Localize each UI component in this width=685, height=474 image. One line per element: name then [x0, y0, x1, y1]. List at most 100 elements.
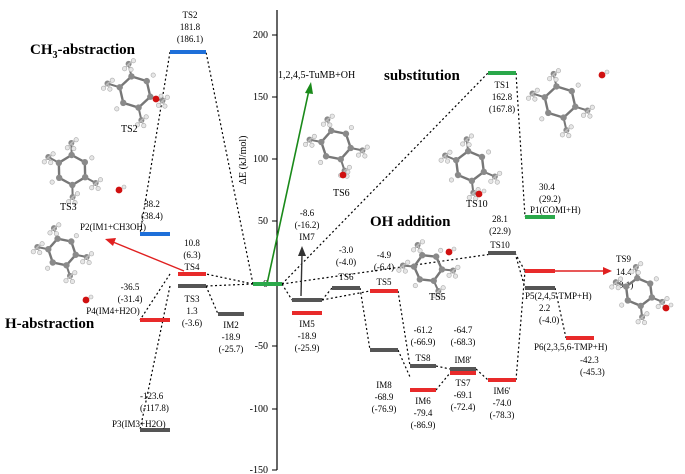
level-v1: -79.4 — [414, 408, 433, 418]
level-v2: (-68.3) — [451, 337, 476, 347]
level-reactant — [253, 282, 282, 286]
y-axis: 200150100500-50-100-150 ΔE (kJ/mol) — [238, 10, 278, 474]
level-v2: (-16.2) — [295, 220, 320, 230]
level-name: IM2 — [223, 320, 239, 330]
level-ts5: TS5-4.9(-6.4) — [370, 250, 398, 293]
structure-labels: TS2 TS3 TS6 TS10 TS5 — [60, 124, 488, 303]
level-bar — [410, 364, 436, 368]
level-v2: (6.3) — [183, 250, 200, 260]
dark-arrow-up — [298, 246, 306, 297]
level-name: IM7 — [299, 232, 315, 242]
level-v1: 2.2 — [539, 303, 550, 313]
level-v2: (29.2) — [539, 194, 561, 204]
level-p5: P5(2,4,5-TMP+H)2.2(-4.0) — [525, 286, 592, 325]
level-bar — [178, 284, 206, 288]
level-bar — [488, 378, 516, 382]
level-v1: 28.1 — [492, 214, 508, 224]
energy-levels: TS2181.8(186.1)P2(IM1+CH3OH)38.2(38.4)TS… — [80, 10, 633, 432]
level-bar — [525, 269, 555, 273]
red-arrow-right — [555, 267, 612, 275]
level-v2: (-4.0) — [336, 257, 356, 267]
level-v2: (22.9) — [489, 226, 511, 236]
headings: CH3-abstraction substitution OH addition… — [5, 42, 461, 332]
level-name: TS6 — [338, 272, 354, 282]
level-name: TS9 — [616, 254, 632, 264]
level-bar — [332, 286, 360, 290]
level-ts8: TS8 -61.2 (-66.9) — [410, 325, 436, 368]
level-v1: 162.8 — [492, 92, 513, 102]
level-bar — [292, 298, 322, 302]
structure-label-ts2: TS2 — [121, 124, 138, 135]
level-v2: (-86.9) — [411, 420, 436, 430]
level-v2: (-25.9) — [295, 343, 320, 353]
heading-ch3-abstraction: CH3-abstraction — [30, 42, 136, 61]
level-bar — [140, 318, 170, 322]
level-bar — [450, 371, 476, 375]
level-p3: P3(IM3+H2O) -123.6 (-117.8) — [112, 391, 170, 432]
level-v1: 30.4 — [539, 182, 555, 192]
structure-label-ts10: TS10 — [466, 199, 488, 210]
connector-lines — [139, 51, 567, 431]
level-v1: 14.4 — [616, 267, 632, 277]
red-arrow-left — [105, 238, 185, 272]
level-ts6: TS6 -3.0 (-4.0) — [332, 245, 360, 290]
level-bar — [370, 348, 398, 352]
y-tick-label: 100 — [253, 154, 268, 165]
level-name: TS5 — [376, 277, 392, 287]
heading-oh-addition: OH addition — [370, 214, 451, 230]
level-v1: -3.0 — [339, 245, 354, 255]
level-bar — [178, 272, 206, 276]
level-bar — [292, 311, 322, 315]
level-v2: (-45.3) — [580, 367, 605, 377]
level-v2: (-117.8) — [140, 403, 169, 413]
level-name: P3(IM3+H2O) — [112, 419, 166, 429]
level-v1: -64.7 — [454, 325, 473, 335]
level-im5: IM5-18.9(-25.9) — [292, 311, 322, 353]
level-v1: -123.6 — [140, 391, 164, 401]
level-im6: IM6-79.4(-86.9) — [410, 388, 436, 430]
level-v2: (-66.9) — [411, 337, 436, 347]
level-v2: (-31.4) — [118, 294, 143, 304]
level-v1: -74.0 — [493, 398, 512, 408]
level-v1: -68.9 — [375, 392, 394, 402]
y-tick-label: -50 — [255, 341, 268, 352]
level-v2: (167.8) — [489, 104, 515, 114]
forward-arrow: 1,2,4,5-TuMB+OH — [266, 70, 355, 285]
structure-label-ts3: TS3 — [60, 202, 77, 213]
level-name: P5(2,4,5-TMP+H) — [525, 291, 592, 301]
level-bar — [140, 428, 170, 432]
level-bar — [140, 232, 170, 236]
y-tick-label: 50 — [258, 216, 268, 227]
level-p1: P1(COMI+H)30.4(29.2) — [525, 182, 581, 219]
y-tick-label: -150 — [250, 465, 268, 474]
level-v2: (38.4) — [141, 211, 163, 221]
level-v1: -36.5 — [121, 282, 140, 292]
level-im8: IM8-68.9(-76.9) — [370, 348, 398, 414]
y-axis-label: ΔE (kJ/mol) — [238, 136, 249, 185]
level-name: TS8 — [415, 353, 431, 363]
level-v2: (-25.7) — [219, 344, 244, 354]
level-v1: -61.2 — [414, 325, 433, 335]
level-p4: P4(IM4+H2O)-36.5(-31.4) — [86, 282, 170, 322]
level-bar — [450, 367, 476, 371]
level-v2: (186.1) — [177, 34, 203, 44]
level-bar — [410, 388, 436, 392]
level-name: TS3 — [184, 294, 200, 304]
level-p2: P2(IM1+CH3OH)38.2(38.4) — [80, 199, 170, 236]
level-v1: -18.9 — [222, 332, 241, 342]
level-name: IM6' — [493, 386, 510, 396]
level-v1: -4.9 — [377, 250, 392, 260]
heading-h-abstraction: H-abstraction — [5, 316, 95, 332]
level-bar — [218, 312, 244, 316]
y-tick-label: -100 — [250, 404, 268, 415]
level-p6: P6(2,3,5,6-TMP+H)-42.3(-45.3) — [534, 336, 607, 377]
level-v2: (-78.3) — [490, 410, 515, 420]
level-v2: (-76.9) — [372, 404, 397, 414]
level-bar — [370, 289, 398, 293]
